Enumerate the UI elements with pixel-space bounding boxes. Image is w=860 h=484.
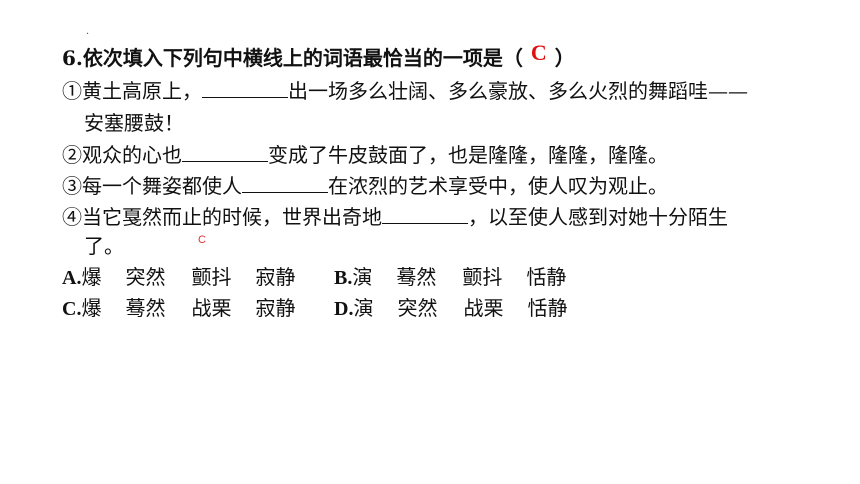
sentence-2: ②观众的心也 变成了牛皮鼓面了，也是隆隆，隆隆，隆隆。 [62,143,668,167]
option-d-word-2: 突然 [397,296,438,320]
option-a-word-1: 爆 [81,265,102,289]
question-number: 6. [62,46,83,70]
option-b-word-3: 颤抖 [462,265,503,289]
sentence-3-after: 在浓烈的艺术享受中，使人叹为观止。 [328,174,668,198]
option-d-label: D. [334,298,354,320]
option-b-word-1: 演 [352,265,373,289]
option-b-word-2: 蓦然 [396,265,437,289]
option-a-word-2: 突然 [125,265,166,289]
sentence-1-after: 出一场多么壮阔、多么豪放、多么火烈的舞蹈哇—— [288,79,748,103]
blank-2 [182,143,268,162]
blank-3 [242,174,328,193]
option-d-word-3: 战栗 [463,296,504,320]
option-b-word-4: 恬静 [526,265,567,289]
sentence-1-before: ①黄土高原上， [62,79,202,103]
option-c-word-3: 战栗 [191,296,232,320]
sentence-4-before: ④当它戛然而止的时候，世界出奇地 [62,205,382,229]
sentence-1-continuation: 安塞腰鼓！ [84,111,184,135]
margin-note: C [198,234,206,246]
option-c-word-4: 寂静 [255,296,296,320]
question-close: ） [554,46,575,70]
question-text: 依次填入下列句中横线上的词语最恰当的一项是（ [82,46,523,70]
sentence-3-before: ③每一个舞姿都使人 [62,174,242,198]
sentence-2-before: ②观众的心也 [62,143,182,167]
sentence-1: ①黄土高原上， 出一场多么壮阔、多么豪放、多么火烈的舞蹈哇—— [62,79,748,103]
option-a-label: A. [62,267,82,289]
option-d-word-4: 恬静 [527,296,568,320]
option-d: D.演突然 战栗恬静 [334,296,567,321]
sentence-4: ④当它戛然而止的时候，世界出奇地 ，以至使人感到对她十分陌生 [62,205,728,229]
option-b-label: B. [334,267,353,289]
blank-1 [202,79,288,98]
option-d-word-1: 演 [353,296,374,320]
answer-mark: C [530,40,547,65]
option-a-word-3: 颤抖 [191,265,232,289]
sentence-4-continuation: 了。 [84,234,124,258]
decorative-dot: · [86,29,90,40]
option-b: B.演蓦然 颤抖恬静 [334,265,566,290]
blank-4 [382,205,468,224]
option-c-word-2: 蓦然 [125,296,166,320]
option-a: A.爆突然 颤抖寂静 [62,265,295,290]
option-c: C.爆蓦然 战栗寂静 [62,296,295,321]
option-c-label: C. [62,298,82,320]
option-c-word-1: 爆 [81,296,102,320]
sentence-3: ③每一个舞姿都使人 在浓烈的艺术享受中，使人叹为观止。 [62,174,668,198]
question-stem: 6.依次填入下列句中横线上的词语最恰当的一项是（ C ） [62,41,575,71]
option-a-word-4: 寂静 [255,265,296,289]
sentence-4-after: ，以至使人感到对她十分陌生 [468,205,728,229]
sentence-2-after: 变成了牛皮鼓面了，也是隆隆，隆隆，隆隆。 [268,143,668,167]
